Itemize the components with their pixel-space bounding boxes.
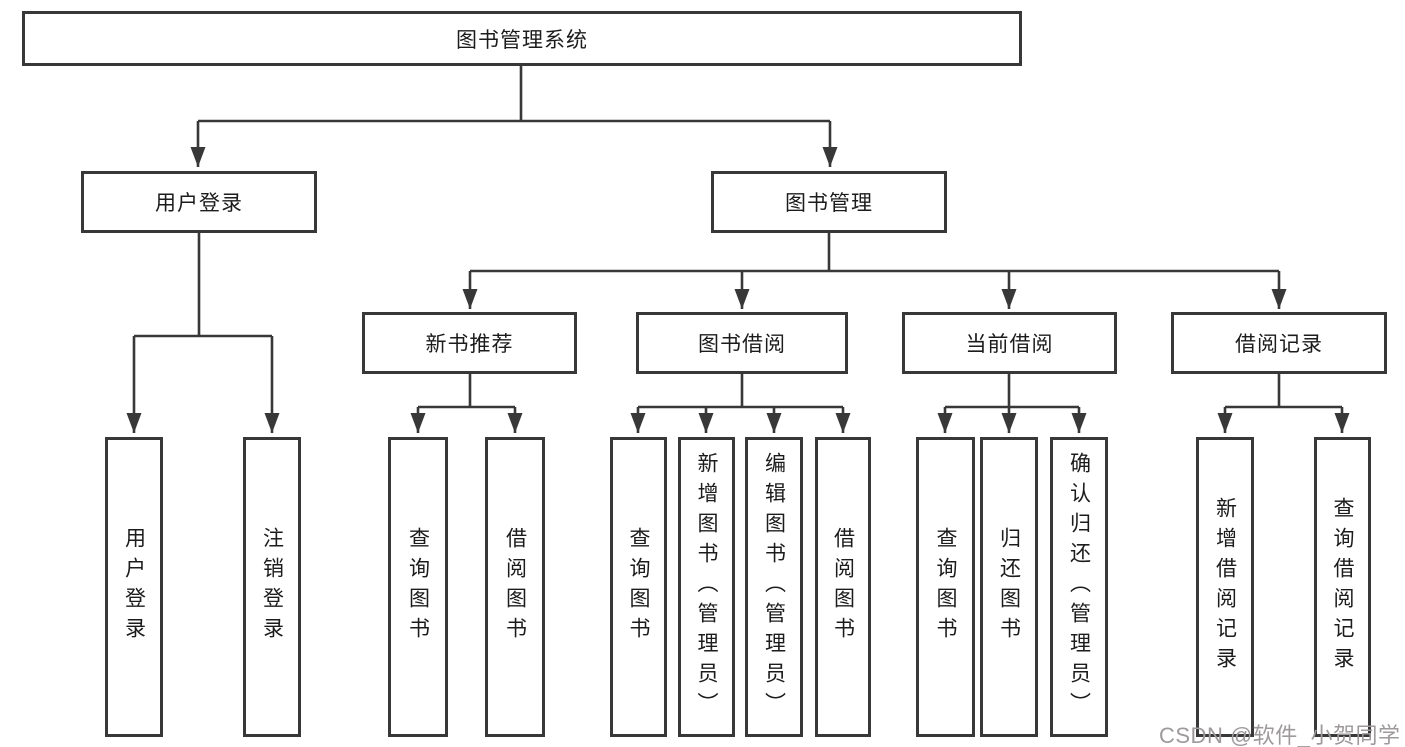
node-user-login: 用户登录 bbox=[81, 171, 317, 233]
node-current-borrow: 当前借阅 bbox=[902, 312, 1117, 374]
leaf-query-book-recommend-label: 查询图书 bbox=[406, 527, 430, 647]
node-book-borrow: 图书借阅 bbox=[636, 312, 848, 374]
leaf-borrow-book-recommend-label: 借阅图书 bbox=[503, 527, 527, 647]
node-book-management: 图书管理 bbox=[711, 171, 947, 233]
leaf-logout: 注销登录 bbox=[243, 437, 301, 737]
leaf-add-borrow-record: 新增借阅记录 bbox=[1196, 437, 1254, 737]
leaf-return-book-label: 归还图书 bbox=[997, 527, 1021, 647]
node-new-book-recommend: 新书推荐 bbox=[362, 312, 577, 374]
leaf-edit-book-admin: 编辑图书（管理员） bbox=[745, 437, 803, 737]
node-user-login-label: 用户登录 bbox=[155, 192, 243, 215]
csdn-watermark: CSDN @软件_小贺同学 bbox=[1159, 723, 1401, 747]
leaf-query-book-current: 查询图书 bbox=[916, 437, 975, 737]
leaf-confirm-return-admin: 确认归还（管理员） bbox=[1050, 437, 1108, 737]
leaf-user-login-label: 用户登录 bbox=[122, 527, 146, 647]
leaf-query-book-recommend: 查询图书 bbox=[388, 437, 448, 737]
leaf-user-login: 用户登录 bbox=[105, 437, 163, 737]
node-root-label: 图书管理系统 bbox=[456, 28, 588, 52]
leaf-add-book-admin: 新增图书（管理员） bbox=[678, 437, 735, 737]
node-borrow-records-label: 借阅记录 bbox=[1235, 333, 1323, 356]
leaf-logout-label: 注销登录 bbox=[260, 527, 284, 647]
node-book-borrow-label: 图书借阅 bbox=[698, 333, 786, 356]
leaf-query-borrow-record: 查询借阅记录 bbox=[1314, 437, 1371, 737]
leaf-borrow-book-label: 借阅图书 bbox=[831, 527, 855, 647]
leaf-add-borrow-record-label: 新增借阅记录 bbox=[1213, 497, 1237, 677]
node-current-borrow-label: 当前借阅 bbox=[965, 333, 1054, 356]
node-book-management-label: 图书管理 bbox=[785, 192, 873, 215]
node-root: 图书管理系统 bbox=[22, 11, 1022, 66]
leaf-borrow-book: 借阅图书 bbox=[815, 437, 871, 737]
leaf-edit-book-admin-label: 编辑图书（管理员） bbox=[762, 452, 786, 722]
node-borrow-records: 借阅记录 bbox=[1171, 312, 1387, 374]
leaf-query-book-current-label: 查询图书 bbox=[934, 527, 957, 647]
leaf-borrow-book-recommend: 借阅图书 bbox=[485, 437, 545, 737]
connector-trunks bbox=[134, 66, 1342, 409]
leaf-query-book-borrow: 查询图书 bbox=[610, 437, 667, 737]
leaf-query-book-borrow-label: 查询图书 bbox=[627, 527, 650, 647]
leaf-return-book: 归还图书 bbox=[980, 437, 1038, 737]
leaf-query-borrow-record-label: 查询借阅记录 bbox=[1331, 497, 1354, 677]
leaf-confirm-return-admin-label: 确认归还（管理员） bbox=[1067, 452, 1091, 722]
leaf-add-book-admin-label: 新增图书（管理员） bbox=[695, 452, 718, 722]
node-new-book-recommend-label: 新书推荐 bbox=[425, 333, 514, 356]
